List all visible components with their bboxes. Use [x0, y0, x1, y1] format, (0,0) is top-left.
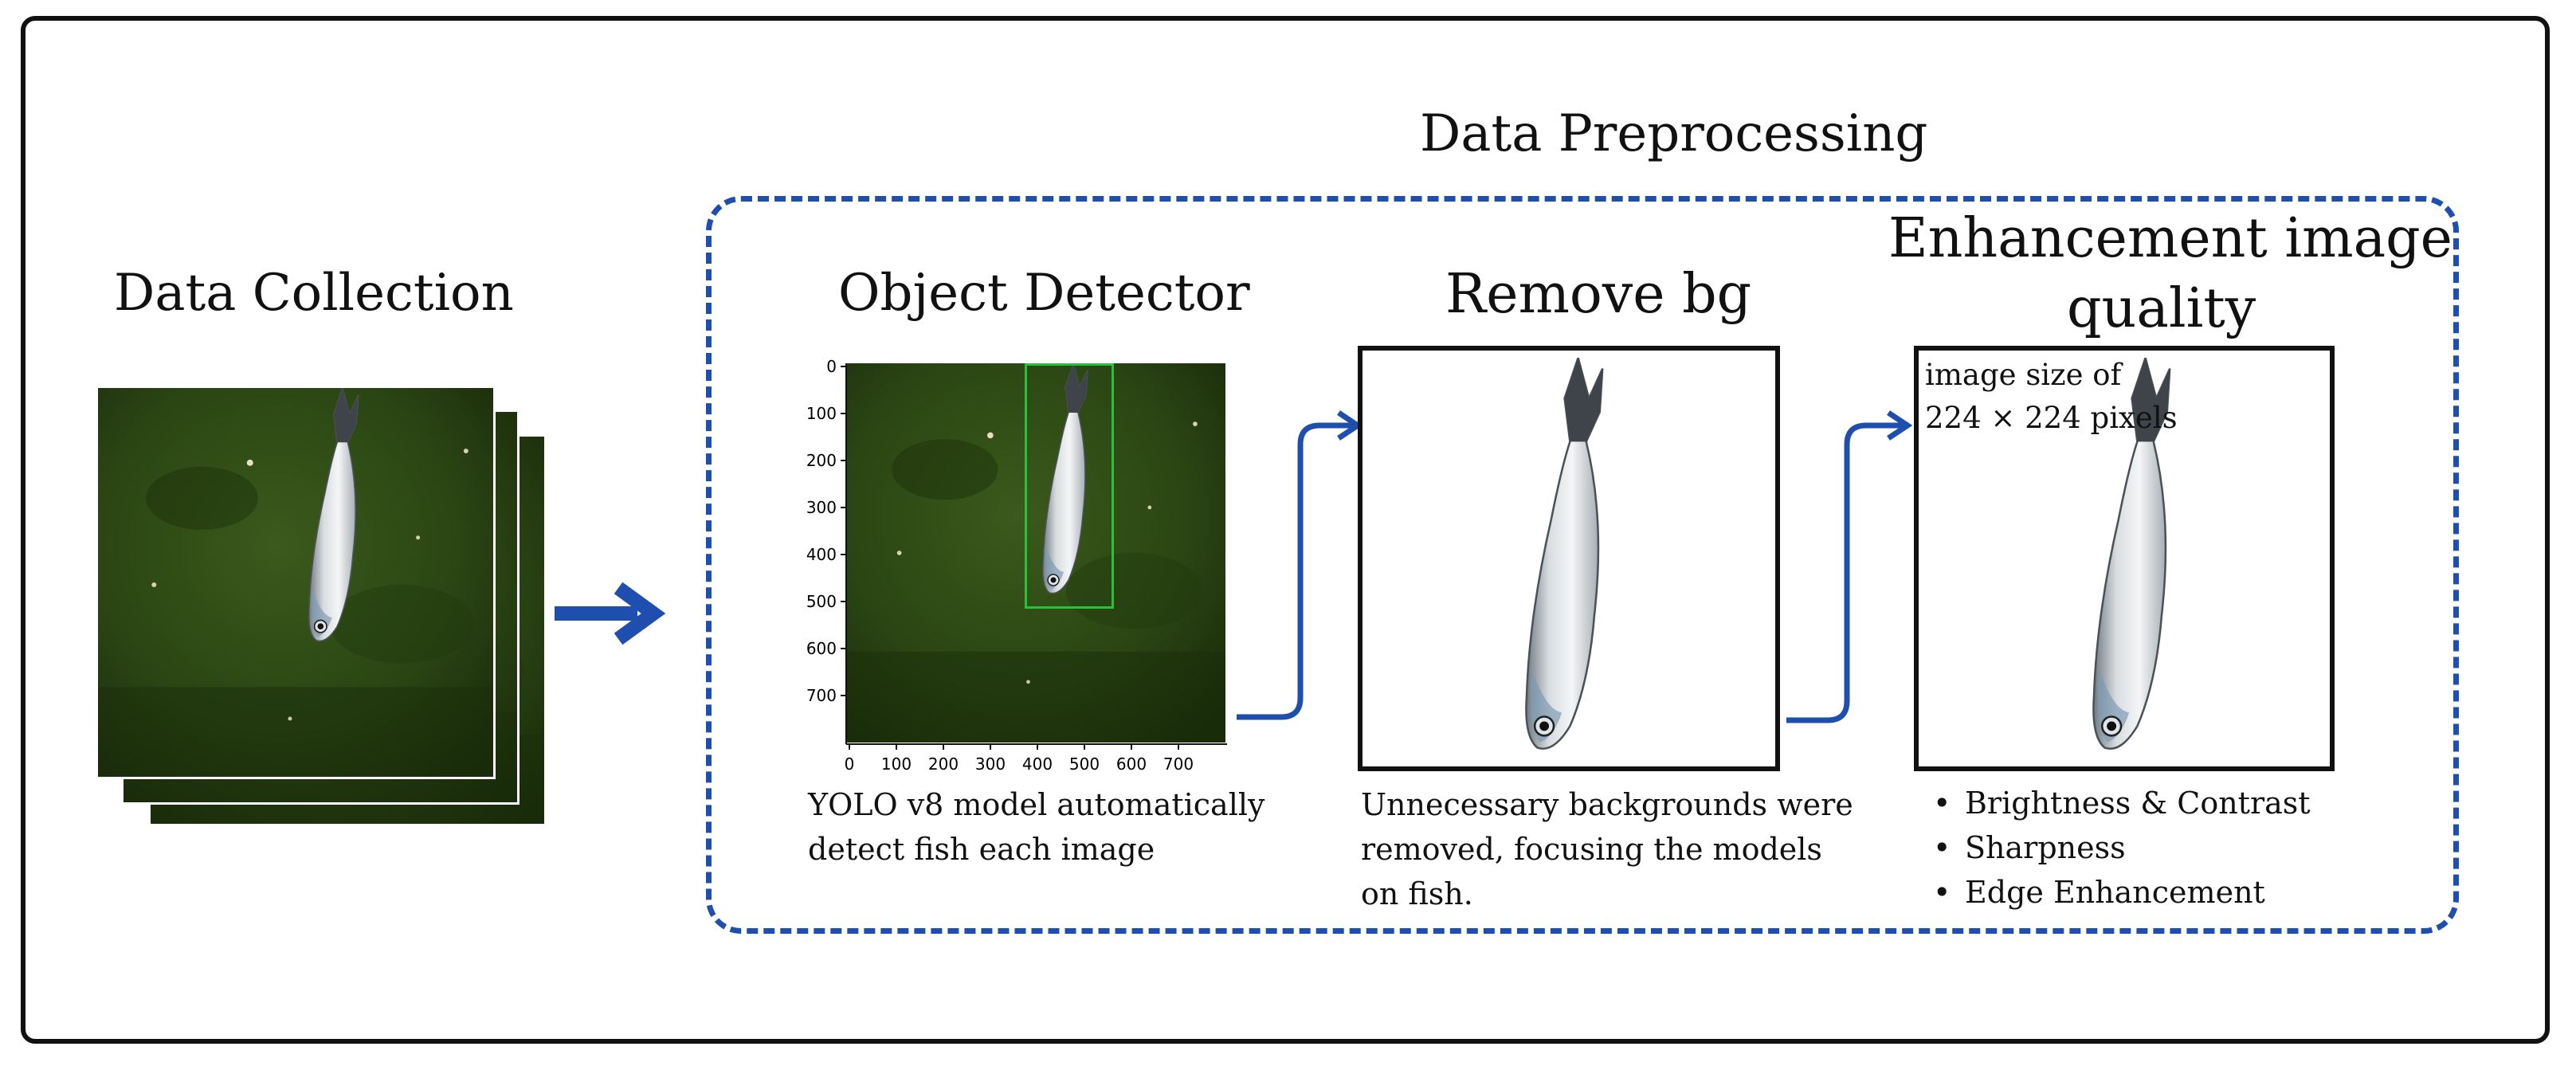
enhancement-item: Edge Enhancement: [1927, 870, 2311, 915]
detector-title: Object Detector: [838, 264, 1250, 323]
x-tick-label: 300: [975, 754, 1006, 774]
collection-title: Data Collection: [114, 264, 514, 323]
x-tick-label: 700: [1163, 754, 1194, 774]
x-tick-label: 100: [881, 754, 912, 774]
y-tick-label: 300: [806, 498, 837, 517]
removebg-desc-line1: Unnecessary backgrounds were: [1361, 787, 1853, 822]
detection-bounding-box: [1025, 363, 1114, 609]
removebg-image-frame: [1358, 346, 1780, 771]
x-tick-label: 400: [1022, 754, 1053, 774]
y-tick-label: 100: [806, 404, 837, 423]
enhance-title-line2: quality: [2067, 277, 2256, 340]
y-tick-label: 600: [806, 639, 837, 658]
removebg-description: Unnecessary backgrounds were removed, fo…: [1361, 782, 1853, 916]
section-title: Data Preprocessing: [1420, 104, 1928, 163]
y-tick-label: 200: [806, 451, 837, 470]
image-size-line1: image size of: [1925, 358, 2122, 392]
y-tick-label: 700: [806, 686, 837, 705]
detector-description: YOLO v8 model automatically detect fish …: [808, 782, 1265, 872]
detector-desc-line1: YOLO v8 model automatically: [808, 787, 1265, 822]
y-tick-label: 0: [826, 357, 837, 376]
y-tick-label: 400: [806, 545, 837, 564]
detector-plot-image: [846, 363, 1225, 743]
enhancement-item: Brightness & Contrast: [1927, 781, 2311, 825]
enhance-image-frame: image size of 224 × 224 pixels: [1914, 346, 2335, 771]
collection-image-front: [96, 386, 496, 779]
arrow-detector-to-removebg: [1237, 410, 1363, 720]
image-size-note: image size of 224 × 224 pixels: [1925, 354, 2178, 440]
x-tick-label: 200: [928, 754, 959, 774]
outer-frame: [21, 16, 2550, 1044]
preprocessing-group-border: [706, 196, 2459, 934]
enhance-title-line1: Enhancement image: [1888, 207, 2452, 270]
x-tick-label: 0: [845, 754, 855, 774]
y-tick-label: 500: [806, 592, 837, 611]
removebg-title: Remove bg: [1445, 263, 1752, 326]
fish-image: [1525, 358, 1604, 751]
fish-image: [308, 388, 359, 642]
arrow-removebg-to-enhance: [1786, 410, 1913, 723]
removebg-desc-line2: removed, focusing the models: [1361, 832, 1822, 867]
enhancement-item: Sharpness: [1927, 825, 2311, 870]
enhancement-list: Brightness & Contrast Sharpness Edge Enh…: [1927, 781, 2311, 915]
x-tick-label: 500: [1069, 754, 1100, 774]
removebg-desc-line3: on fish.: [1361, 876, 1473, 911]
x-tick-label: 600: [1116, 754, 1147, 774]
detector-desc-line2: detect fish each image: [808, 832, 1155, 867]
detector-axes: 0 100 200 300 400 500 600 700 0 100 200 300 400 500 6…: [806, 357, 1227, 774]
image-size-line2: 224 × 224 pixels: [1925, 401, 2178, 435]
arrow-collection-to-preprocessing: [555, 582, 666, 645]
